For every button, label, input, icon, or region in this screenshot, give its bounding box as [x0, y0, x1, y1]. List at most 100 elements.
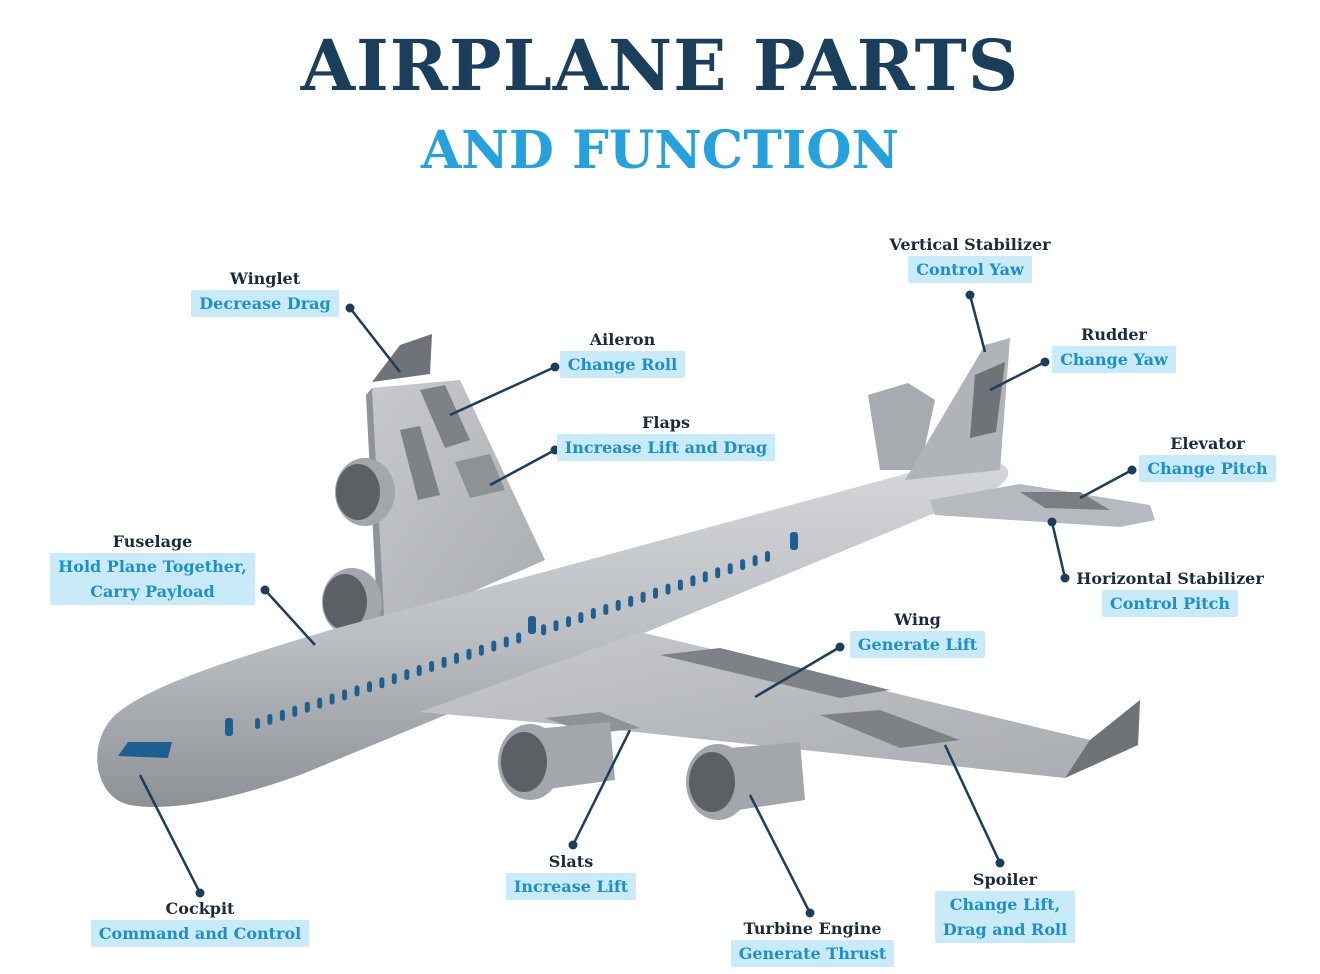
window — [590, 608, 596, 619]
window — [429, 661, 435, 672]
aileron-name: Aileron — [589, 330, 656, 349]
diagram-subtitle: AND FUNCTION — [420, 120, 900, 181]
fuselage-leader — [264, 589, 316, 646]
fuselage-name: Fuselage — [112, 532, 193, 551]
cockpit-leader — [138, 774, 202, 894]
vertical-stabilizer-name: Vertical Stabilizer — [889, 235, 1051, 254]
passenger-windows — [255, 551, 770, 729]
turbine-engine-function: Generate Thrust — [730, 940, 895, 967]
slats-function: Increase Lift — [505, 873, 637, 900]
aileron-function: Change Roll — [559, 351, 686, 378]
near-engines — [498, 722, 805, 820]
label-turbine-engine: Turbine Engine Generate Thrust — [725, 918, 900, 967]
horizontal-stabilizer-function: Control Pitch — [1101, 590, 1239, 617]
winglet-leader — [349, 307, 401, 373]
window — [752, 555, 758, 567]
window — [765, 551, 770, 562]
wing-name: Wing — [894, 610, 941, 629]
label-vertical-stabilizer: Vertical Stabilizer Control Yaw — [875, 234, 1065, 283]
window — [379, 677, 385, 689]
horizontal-stabilizer-leader — [1050, 521, 1067, 579]
window — [367, 681, 372, 693]
label-fuselage: Fuselage Hold Plane Together, Carry Payl… — [40, 531, 265, 605]
window — [329, 693, 335, 705]
spoiler-name: Spoiler — [972, 870, 1038, 889]
cockpit-function: Command and Control — [90, 920, 310, 947]
turbine-engine-name: Turbine Engine — [743, 919, 882, 938]
window — [267, 713, 273, 725]
label-cockpit: Cockpit Command and Control — [85, 898, 315, 947]
rudder-name: Rudder — [1081, 325, 1147, 344]
window — [391, 673, 397, 685]
front-door — [225, 718, 233, 736]
wing-leader — [754, 645, 841, 699]
winglet-name: Winglet — [229, 269, 301, 288]
window — [665, 583, 671, 595]
horizontal-stabilizer-name: Horizontal Stabilizer — [1076, 569, 1264, 588]
window — [553, 620, 559, 632]
flaps-leader — [489, 448, 556, 487]
wing-function: Generate Lift — [849, 631, 986, 658]
rudder-function: Change Yaw — [1052, 346, 1176, 373]
window — [416, 665, 422, 676]
label-elevator: Elevator Change Pitch — [1135, 433, 1280, 482]
spoiler-leader — [943, 744, 1002, 864]
label-wing: Wing Generate Lift — [845, 609, 990, 658]
window — [702, 571, 708, 583]
label-spoiler: Spoiler Change Lift, Drag and Roll — [930, 869, 1080, 943]
mid-door — [528, 616, 536, 634]
elevator-leader — [1079, 468, 1133, 500]
window — [491, 640, 497, 652]
tail-fin — [905, 338, 1010, 480]
window — [404, 669, 410, 681]
elevator-function: Change Pitch — [1139, 455, 1276, 482]
window — [690, 575, 696, 587]
window — [640, 591, 646, 603]
window — [628, 595, 634, 607]
fuselage-function: Hold Plane Together, Carry Payload — [50, 553, 255, 605]
label-flaps: Flaps Increase Lift and Drag — [555, 412, 777, 461]
label-winglet: Winglet Decrease Drag — [185, 268, 345, 317]
label-rudder: Rudder Change Yaw — [1048, 324, 1180, 373]
window — [566, 616, 571, 628]
window — [578, 612, 584, 624]
window — [541, 624, 547, 636]
window — [466, 648, 472, 660]
flaps-name: Flaps — [642, 413, 690, 432]
far-horizontal-stabilizer — [868, 383, 935, 470]
window — [304, 701, 310, 713]
window — [279, 709, 285, 721]
turbine-engine-leader — [748, 794, 812, 914]
aileron-leader — [449, 365, 556, 417]
winglet-function: Decrease Drag — [191, 290, 339, 317]
window — [255, 718, 260, 729]
cockpit-name: Cockpit — [165, 899, 235, 918]
window — [354, 685, 360, 697]
window — [503, 636, 509, 648]
window — [653, 587, 658, 599]
vertical-stabilizer-function: Control Yaw — [908, 256, 1032, 283]
fuselage-body — [97, 460, 1009, 807]
window — [454, 652, 459, 664]
window — [677, 579, 683, 591]
near-wing — [420, 632, 1140, 778]
far-wing — [366, 334, 545, 630]
diagram-title: AIRPLANE PARTS — [300, 24, 1020, 107]
slats-name: Slats — [548, 852, 594, 871]
near-horizontal-stabilizer — [930, 484, 1155, 527]
label-slats: Slats Increase Lift — [500, 851, 642, 900]
far-engines — [322, 458, 395, 636]
leader-lines — [138, 294, 1133, 914]
rudder-leader — [989, 360, 1046, 392]
window — [441, 656, 447, 668]
flaps-function: Increase Lift and Drag — [556, 434, 776, 461]
window — [516, 632, 522, 644]
label-aileron: Aileron Change Roll — [555, 329, 690, 378]
window — [317, 697, 323, 709]
spoiler-function: Change Lift, Drag and Roll — [934, 891, 1076, 943]
window — [740, 559, 746, 571]
slats-leader — [571, 729, 632, 846]
window — [727, 563, 733, 575]
elevator-name: Elevator — [1170, 434, 1245, 453]
